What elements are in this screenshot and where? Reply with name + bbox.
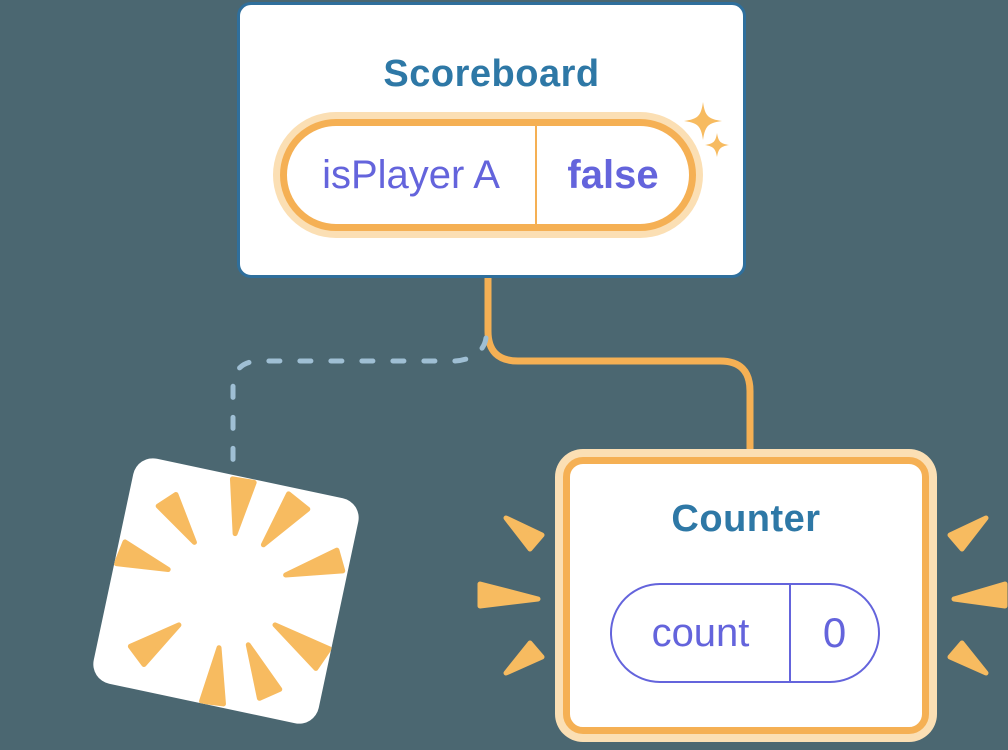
counter-card: Counter count 0 xyxy=(563,457,929,734)
scoreboard-card: Scoreboard isPlayer A false xyxy=(237,2,746,278)
burst-icon xyxy=(947,640,989,676)
state-value-cell: 0 xyxy=(822,609,847,656)
burst-icon xyxy=(503,515,545,552)
burst-icon xyxy=(947,515,989,552)
counter-state-pill: count 0 xyxy=(610,583,880,683)
state-name-cell: count xyxy=(612,585,791,681)
state-value-cell: false xyxy=(567,153,659,197)
scoreboard-state-pill: isPlayer A false xyxy=(280,119,696,231)
scoreboard-title: Scoreboard xyxy=(383,53,600,95)
burst-marks-left xyxy=(477,515,545,676)
preserved-state-connector-line xyxy=(484,274,754,457)
burst-icon xyxy=(951,581,1008,609)
sparkle-icon xyxy=(684,102,729,157)
destroyed-component-card xyxy=(89,454,363,728)
destroyed-branch-dashed-line xyxy=(230,335,489,464)
burst-marks-right xyxy=(947,515,1008,676)
burst-icon xyxy=(503,640,545,676)
burst-icon xyxy=(477,581,541,609)
state-name-cell: isPlayer A xyxy=(287,126,537,224)
counter-title: Counter xyxy=(671,498,821,540)
explosion-icon xyxy=(113,476,346,707)
